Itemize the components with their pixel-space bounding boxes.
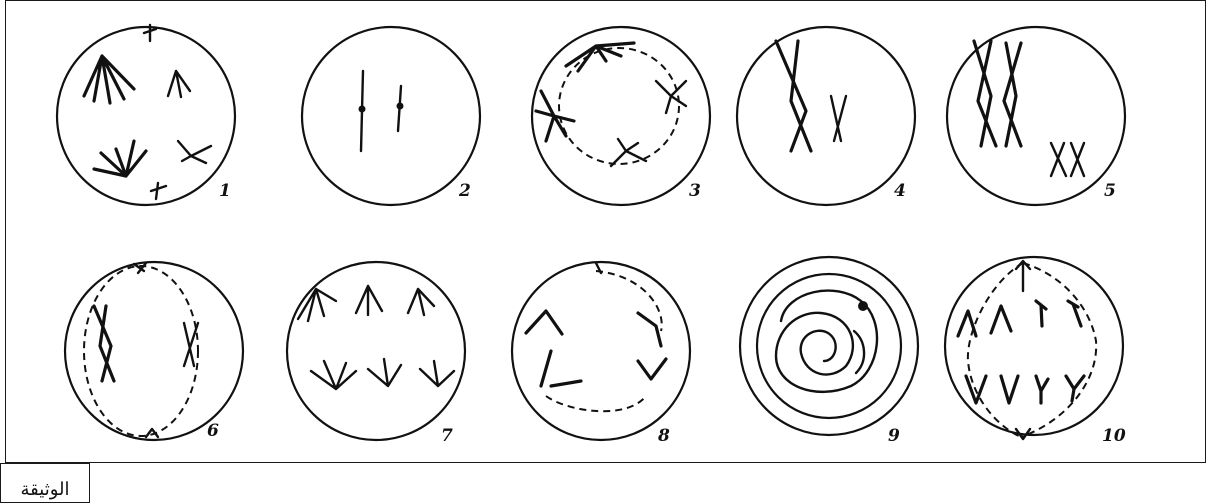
cell-4: 4 (737, 27, 915, 205)
cell-10-chromatid (1068, 301, 1081, 326)
cell-10-chromatid (1036, 301, 1046, 326)
cell-8-chromosome (638, 359, 666, 379)
cell-6-membrane (65, 262, 243, 440)
cell-9-nucleolus (858, 301, 868, 311)
cell-9-nuclear-envelope (757, 274, 901, 418)
cell-10-chromatid (991, 306, 1011, 333)
cell-8-membrane (512, 262, 690, 440)
cell-3-chromosome-group (656, 81, 686, 113)
cell-10-spindle (1021, 263, 1096, 437)
cell-10-chromatid (1036, 376, 1048, 403)
document-caption: الوثيقة (0, 463, 90, 503)
cell-6-centrosome-bottom (146, 429, 158, 437)
mitosis-figure: 1 2 3 4 (5, 0, 1206, 463)
cell-8-chromosome (526, 311, 562, 334)
cell-6-centrosome-top (134, 263, 146, 273)
cell-5-chromosome-small (1071, 143, 1084, 176)
cell-10-chromatid (1001, 376, 1018, 403)
cell-7-chromatid-group (420, 361, 454, 386)
cell-10-spindle (968, 263, 1023, 437)
cell-7-chromatid-group (356, 286, 382, 315)
cell-1-number: 1 (219, 181, 231, 201)
cell-1-membrane (57, 27, 235, 205)
cell-9-chromatin (854, 331, 864, 373)
cell-6-number: 6 (207, 421, 219, 441)
cell-8-chromosome (638, 313, 661, 346)
cell-3-number: 3 (689, 181, 701, 201)
caption-text: الوثيقة (21, 479, 70, 502)
cell-7-chromatid-group (408, 289, 434, 315)
cell-2-centromere (359, 106, 366, 113)
cell-5-chromosome-large (1004, 43, 1021, 146)
cell-4-membrane (737, 27, 915, 205)
cell-9: 9 (740, 257, 918, 446)
cell-2-number: 2 (458, 181, 471, 201)
cell-drawings: 1 2 3 4 (6, 1, 1206, 464)
cell-7-membrane (287, 262, 465, 440)
cell-9-membrane (740, 257, 918, 435)
cell-7-number: 7 (441, 426, 453, 446)
cell-8-nuclear-envelope (546, 271, 662, 411)
cell-1: 1 (57, 25, 235, 205)
cell-8-number: 8 (657, 426, 670, 446)
cell-8: 8 (512, 262, 690, 446)
cell-2-membrane (302, 27, 480, 205)
cell-6: 6 (65, 262, 243, 441)
cell-9-number: 9 (888, 426, 900, 446)
cell-2: 2 (302, 27, 480, 205)
cell-5-number: 5 (1104, 181, 1116, 201)
cell-10-spindle-pole-top (1016, 261, 1030, 291)
cell-7-chromatid-group (311, 361, 356, 389)
cell-3-chromosome-group (536, 91, 574, 141)
cell-7-chromatid-group (298, 289, 336, 321)
cell-3: 3 (532, 27, 710, 205)
cell-1-chromosome-group (94, 141, 146, 176)
cell-10-chromatid (1066, 376, 1084, 401)
cell-7: 7 (287, 262, 465, 446)
cell-10-chromatid (958, 311, 976, 336)
cell-1-chromosome-group (178, 141, 211, 163)
cell-5-membrane (947, 27, 1125, 205)
cell-5: 5 (947, 27, 1125, 205)
cell-6-chromosome (184, 323, 198, 366)
cell-10-number: 10 (1102, 426, 1126, 446)
cell-1-chromosome-group (84, 56, 134, 103)
cell-8-chromosome (541, 351, 581, 386)
cell-5-chromosome-large (974, 41, 996, 146)
cell-3-nuclear-envelope (559, 48, 679, 164)
cell-4-chromosome-large (776, 41, 811, 151)
cell-10-membrane (945, 257, 1123, 435)
cell-4-chromosome-small (831, 96, 846, 141)
cell-4-number: 4 (894, 181, 906, 201)
cell-1-chromosome-group (168, 71, 190, 97)
cell-10: 10 (945, 257, 1126, 446)
cell-3-chromosome-group (611, 139, 646, 166)
cell-2-centromere (397, 103, 404, 110)
cell-7-chromatid-group (368, 359, 401, 386)
cell-1-centrosome-bottom (151, 183, 166, 199)
cell-6-chromosome (94, 306, 114, 381)
cell-5-chromosome-small (1051, 143, 1066, 176)
